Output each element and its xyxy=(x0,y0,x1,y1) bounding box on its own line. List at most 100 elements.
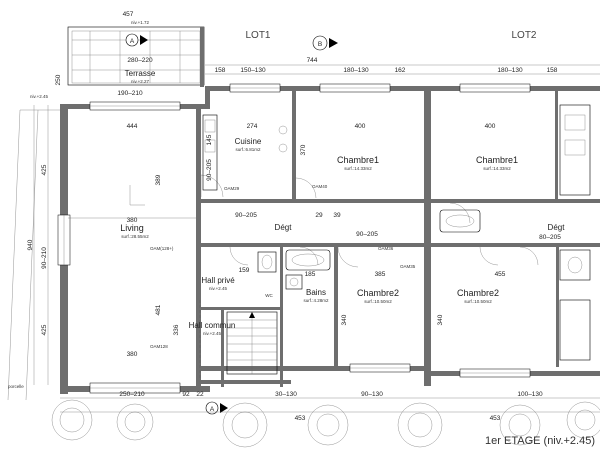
dim-top-158-left: 158 xyxy=(215,67,226,74)
dim-top-744: 744 xyxy=(307,57,318,64)
degt-lot2-name: Dégt xyxy=(548,223,566,232)
lot2-label: LOT2 xyxy=(511,30,536,41)
degt-name: Dégt xyxy=(275,223,293,232)
oam-bains: OAM36 xyxy=(378,246,394,251)
dim-90-205-c: 90–205 xyxy=(356,231,378,238)
chambre2-name: Chambre2 xyxy=(357,288,399,298)
dim-425-top: 425 xyxy=(41,164,48,175)
hall-commun-level: niv.+2.45 xyxy=(203,331,222,336)
landscape-trees xyxy=(51,399,600,448)
dim-340: 340 xyxy=(341,314,348,325)
dim-bot-453-right: 453 xyxy=(490,415,501,422)
living-interior xyxy=(68,185,201,380)
dim-top-180-130: 180–130 xyxy=(343,67,369,74)
dim-90-205-b: 90–205 xyxy=(235,212,257,219)
oam-living: OAM(128+) xyxy=(150,246,174,251)
bath-fixtures xyxy=(257,249,331,290)
dim-80-205: 80–205 xyxy=(539,234,561,241)
bains-name: Bains xyxy=(306,288,326,297)
dim-481: 481 xyxy=(155,304,162,315)
dim-185: 185 xyxy=(305,271,316,278)
terrace-level: niv.+2.27 xyxy=(131,79,150,84)
dim-159: 159 xyxy=(239,267,250,274)
hall-prive-level: niv.+2.45 xyxy=(209,286,228,291)
dim-444: 444 xyxy=(127,123,138,130)
lot2-walls xyxy=(431,86,600,376)
hall-commun-name: Hall commun xyxy=(189,321,236,330)
dim-top-150-130: 150–130 xyxy=(240,67,266,74)
porcelle-label: porcelle xyxy=(8,384,24,389)
oam-hall: OAM128 xyxy=(150,344,168,349)
chambre2-area: surf.:10.50m2 xyxy=(364,299,392,304)
dim-385: 385 xyxy=(375,271,386,278)
dim-39: 39 xyxy=(333,212,341,219)
kitchen-fixtures xyxy=(202,114,288,191)
dim-380-bottom: 380 xyxy=(127,351,138,358)
lot1-walls xyxy=(60,86,431,394)
chambre1-lot2-name: Chambre1 xyxy=(476,155,518,165)
chambre2-lot2-area: surf.:10.50m2 xyxy=(464,299,492,304)
chambre2-lot2-name: Chambre2 xyxy=(457,288,499,298)
cuisine-name: Cuisine xyxy=(235,137,262,146)
dim-top-180-130-lot2: 180–130 xyxy=(497,67,523,74)
door-swings xyxy=(200,174,539,268)
chambre1-area: surf.:14.33m2 xyxy=(344,166,372,171)
section-a-label-top: A xyxy=(130,38,135,45)
bains-area: surf.:4.28m2 xyxy=(303,298,329,303)
stairs xyxy=(226,311,278,375)
cuisine-area: surf.:6.81m2 xyxy=(235,147,261,152)
dim-top-162: 162 xyxy=(395,67,406,74)
terrace-area xyxy=(67,26,205,87)
living-area: surf.:28.55m2 xyxy=(121,234,149,239)
chambre1-name: Chambre1 xyxy=(337,155,379,165)
dim-455: 455 xyxy=(495,271,506,278)
dim-top-457: 457 xyxy=(123,11,134,18)
section-marker-a-bottom xyxy=(205,401,228,415)
dim-389: 389 xyxy=(155,174,162,185)
section-marker-a-top xyxy=(125,33,148,47)
dim-bot-90-130: 90–130 xyxy=(361,391,383,398)
dim-bot-92: 92 xyxy=(182,391,190,398)
dim-bot-22: 22 xyxy=(196,391,204,398)
dim-145: 145 xyxy=(206,134,213,145)
dim-bot-100-130: 100–130 xyxy=(517,391,543,398)
lot2-fixtures xyxy=(439,104,591,361)
dim-425-bottom: 425 xyxy=(41,324,48,335)
chambre1-lot2-area: surf.:14.33m2 xyxy=(483,166,511,171)
dim-top-190-210: 190–210 xyxy=(117,90,143,97)
dim-90-210: 90–210 xyxy=(41,247,48,269)
dim-top-158-right: 158 xyxy=(547,67,558,74)
wc-name: WC xyxy=(265,293,273,298)
dim-370: 370 xyxy=(300,144,307,155)
dim-940: 940 xyxy=(27,239,34,250)
oam-cuisine: OAM29 xyxy=(224,186,240,191)
dim-250: 250 xyxy=(55,74,62,85)
dim-29: 29 xyxy=(315,212,323,219)
dim-top-280-220: 280–220 xyxy=(127,57,153,64)
dim-336: 336 xyxy=(173,324,180,335)
dim-90-205-a: 90–205 xyxy=(206,159,213,181)
windows xyxy=(57,83,531,394)
hall-prive-name: Hall privé xyxy=(201,276,235,285)
niv-172: niv.+1.72 xyxy=(131,20,150,25)
dim-bot-453-left: 453 xyxy=(295,415,306,422)
dim-bot-250-210: 250–210 xyxy=(119,391,145,398)
living-name: Living xyxy=(120,223,144,233)
section-a-label-bottom: A xyxy=(210,406,215,413)
dim-380-top: 380 xyxy=(127,217,138,224)
level-left: niv.+2.45 xyxy=(30,94,49,99)
dim-bot-30-130: 30–130 xyxy=(275,391,297,398)
terrace-name: Terrasse xyxy=(125,69,156,78)
oam-ch1: OAM40 xyxy=(312,184,328,189)
lot1-label: LOT1 xyxy=(245,30,270,41)
dim-340-lot2: 340 xyxy=(437,314,444,325)
dim-400-lot2: 400 xyxy=(485,123,496,130)
left-hatch xyxy=(7,109,60,401)
floor-title: 1er ETAGE (niv.+2.45) xyxy=(485,435,595,447)
section-marker-b xyxy=(312,35,338,51)
dim-274: 274 xyxy=(247,123,258,130)
dim-400: 400 xyxy=(355,123,366,130)
oam-ch2: OAM35 xyxy=(400,264,416,269)
section-b-label: B xyxy=(318,41,322,48)
